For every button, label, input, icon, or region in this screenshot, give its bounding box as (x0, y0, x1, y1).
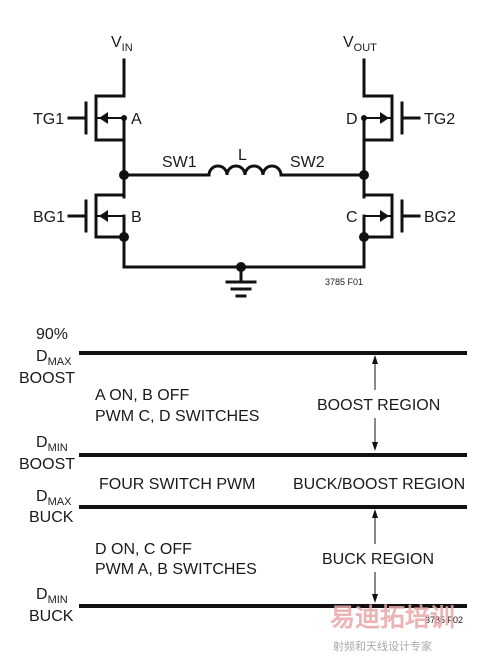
buck-region-arrow (372, 509, 378, 603)
buck-desc-line1: D ON, C OFF (95, 541, 192, 558)
boost-desc-line1: A ON, B OFF (95, 387, 189, 404)
four-switch-label: FOUR SWITCH PWM (99, 476, 255, 493)
mosfet-d (361, 94, 421, 142)
mosfet-c (359, 193, 421, 242)
buck-region-label: BUCK REGION (322, 551, 434, 568)
buck-desc-line2: PWM A, B SWITCHES (95, 561, 257, 578)
inductor-label: L (238, 147, 247, 164)
dmax-buck-label: DMAX (36, 488, 72, 508)
sw1-label: SW1 (162, 154, 197, 171)
bg2-label: BG2 (424, 209, 456, 226)
watermark: 易迪拓培训 射频和天线设计专家 (330, 603, 455, 653)
dmin-boost-sublabel: BOOST (19, 456, 75, 473)
node-c-label: C (346, 209, 358, 226)
node-a-label: A (131, 111, 142, 128)
operating-regions: 90% DMAX BOOST A ON, B OFF PWM C, D SWIT… (19, 326, 467, 625)
inductor-l (207, 164, 283, 177)
pct-label: 90% (36, 326, 68, 343)
dmax-boost-sublabel: BOOST (19, 370, 75, 387)
dmin-boost-label: DMIN (36, 434, 68, 454)
dmin-buck-sublabel: BUCK (29, 608, 74, 625)
dmax-boost-label: DMAX (36, 348, 72, 368)
node-d-label: D (346, 111, 358, 128)
boost-desc-line2: PWM C, D SWITCHES (95, 408, 259, 425)
vin-label: VIN (111, 34, 133, 54)
boost-region-label: BOOST REGION (317, 397, 440, 414)
dmin-buck-label: DMIN (36, 586, 68, 606)
mosfet-a (67, 94, 127, 142)
watermark-tagline: 射频和天线设计专家 (333, 639, 432, 653)
mosfet-b (67, 193, 129, 242)
figure-id-f02: 3785 F02 (425, 615, 463, 625)
node-b-label: B (131, 209, 142, 226)
dmax-buck-sublabel: BUCK (29, 509, 74, 526)
boost-region-arrow (372, 355, 378, 451)
bg1-label: BG1 (33, 209, 65, 226)
sw2-label: SW2 (290, 154, 325, 171)
figure-id-f01: 3785 F01 (325, 277, 363, 287)
buck-boost-region-label: BUCK/BOOST REGION (293, 476, 465, 493)
sw2-node (359, 170, 369, 180)
ground-symbol (225, 265, 257, 298)
tg1-label: TG1 (33, 111, 64, 128)
vout-label: VOUT (343, 34, 377, 54)
tg2-label: TG2 (424, 111, 455, 128)
circuit-schematic: VIN (33, 34, 456, 298)
watermark-logo: 易迪拓培训 (330, 603, 455, 632)
